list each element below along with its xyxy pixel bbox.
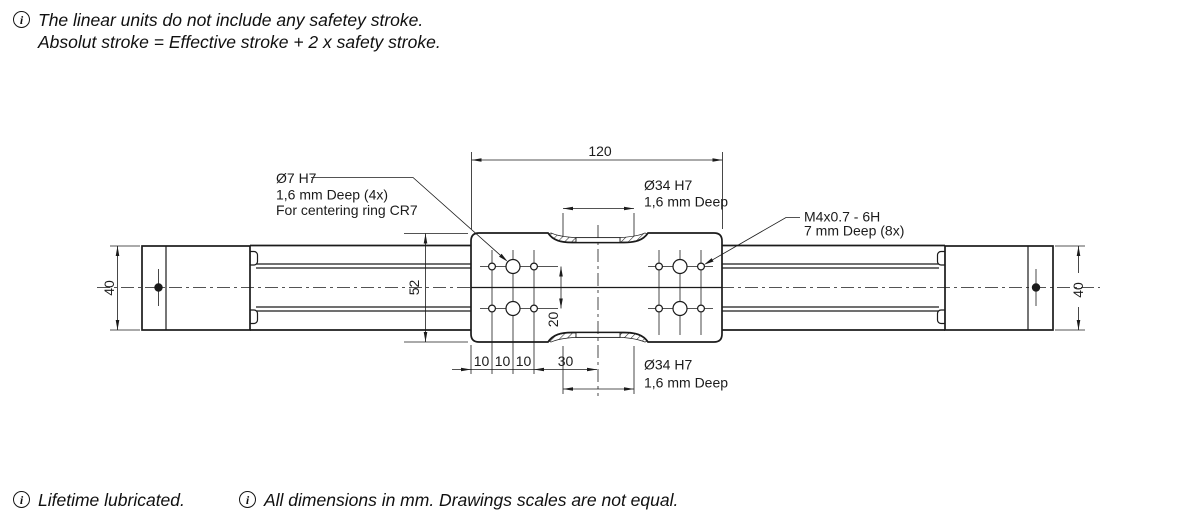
centering-hole <box>488 262 497 271</box>
centering-hole-large <box>505 300 521 317</box>
dimension-hole-row-spacing: 20 <box>545 266 563 328</box>
note-safety-stroke: i The linear units do not include any sa… <box>13 9 441 53</box>
centering-hole <box>654 304 663 313</box>
centering-hole-large <box>672 258 688 275</box>
note-lifetime: i Lifetime lubricated. <box>13 489 185 511</box>
dim-20-text: 20 <box>545 312 561 328</box>
dim-40-right-text: 40 <box>1070 282 1086 298</box>
note-lifetime-text: Lifetime lubricated. <box>38 490 185 510</box>
dim-10c-text: 10 <box>516 353 532 369</box>
dim-52-text: 52 <box>406 280 422 296</box>
recess-bottom-label-1: Ø34 H7 <box>644 357 692 373</box>
dim-40-left-text: 40 <box>101 280 117 296</box>
dimension-height-right: 40 <box>1055 245 1086 331</box>
dim-120-text: 120 <box>588 143 612 159</box>
info-icon: i <box>239 491 256 508</box>
dim-10b-text: 10 <box>495 353 511 369</box>
label-centering-ring: Ø7 H7 1,6 mm Deep (4x) For centering rin… <box>276 170 508 262</box>
info-icon: i <box>13 11 30 28</box>
dimension-height-left: 40 <box>101 245 140 331</box>
note-dimensions-text: All dimensions in mm. Drawings scales ar… <box>264 490 679 510</box>
note-line-2: Absolut stroke = Effective stroke + 2 x … <box>38 32 441 52</box>
centering-hole <box>529 304 538 313</box>
carriage-holes <box>488 258 705 317</box>
dimension-recess-top: Ø34 H7 1,6 mm Deep <box>562 177 728 236</box>
recess-top-label-2: 1,6 mm Deep <box>644 194 728 210</box>
thread-hole <box>696 304 705 313</box>
dimension-recess-bottom: Ø34 H7 1,6 mm Deep <box>562 346 728 394</box>
centering-label-2: 1,6 mm Deep (4x) <box>276 187 388 203</box>
recess-bottom-label-2: 1,6 mm Deep <box>644 375 728 391</box>
centering-label-3: For centering ring CR7 <box>276 202 418 218</box>
centering-label-1: Ø7 H7 <box>276 170 317 186</box>
rail-clips <box>249 250 946 325</box>
centering-hole <box>654 262 663 271</box>
left-end-block <box>141 245 251 331</box>
info-icon: i <box>13 491 30 508</box>
thread-hole <box>696 262 705 271</box>
note-safety-stroke-text: The linear units do not include any safe… <box>38 9 441 53</box>
rail-right <box>722 244 945 331</box>
dim-30-text: 30 <box>558 353 574 369</box>
label-thread: M4x0.7 - 6H 7 mm Deep (8x) <box>703 209 904 265</box>
dimension-carriage-height: 52 <box>404 233 468 343</box>
left-pin <box>154 283 163 292</box>
centering-hole-large <box>505 258 521 275</box>
dimension-hole-pitch: 10 10 10 30 <box>452 345 597 374</box>
centering-hole-large <box>672 300 688 317</box>
recess-top-label-1: Ø34 H7 <box>644 177 692 193</box>
note-dimensions: i All dimensions in mm. Drawings scales … <box>239 489 678 511</box>
thread-label-1: M4x0.7 - 6H <box>804 209 880 225</box>
dim-10a-text: 10 <box>474 353 490 369</box>
dimension-overall-length: 120 <box>471 143 723 229</box>
rail-left <box>250 244 471 331</box>
centering-hole <box>529 262 538 271</box>
thread-label-2: 7 mm Deep (8x) <box>804 223 904 239</box>
right-end-block <box>944 245 1054 331</box>
centering-hole <box>488 304 497 313</box>
note-line-1: The linear units do not include any safe… <box>38 10 424 30</box>
